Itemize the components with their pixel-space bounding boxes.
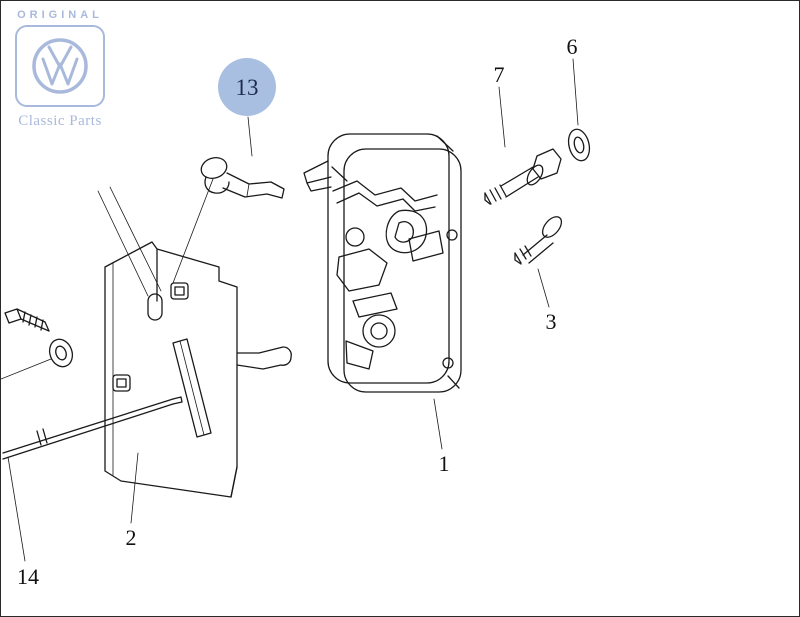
- part-3-label: 3: [546, 309, 557, 334]
- leader-line-part-3: [537, 268, 550, 308]
- leader-line-edge-part: [1, 358, 52, 380]
- part-13-highlight-badge[interactable]: 13: [218, 58, 276, 116]
- leader-line-part-6: [572, 58, 579, 126]
- part-6-label: 6: [567, 34, 578, 59]
- brand-original-label: ORIGINAL: [17, 9, 103, 21]
- part-2-label: 2: [126, 525, 137, 550]
- edge-bolt-washer-drawing: [1, 308, 74, 380]
- vw-logo: [15, 25, 105, 107]
- part-13-label: 13: [236, 75, 259, 100]
- part-3-screw-drawing: [514, 216, 563, 265]
- vw-roundel-icon: [32, 38, 88, 94]
- part-1-label: 1: [439, 451, 450, 476]
- part-7-bolt-drawing: [484, 148, 562, 205]
- part-1-lock-body-drawing: [303, 133, 462, 393]
- brand-classic-parts-label: Classic Parts: [18, 113, 102, 129]
- part-14-label: 14: [17, 564, 39, 589]
- leader-line-part-1: [433, 398, 443, 450]
- leader-line-part-2: [130, 452, 139, 524]
- brand-block: ORIGINAL Classic Parts: [13, 9, 107, 130]
- leader-line-part-7: [498, 86, 506, 148]
- leader-line-part-13: [247, 116, 253, 157]
- part-13-highlight-circle[interactable]: [218, 58, 276, 116]
- leader-line-part-14: [7, 456, 26, 562]
- part-7-label: 7: [494, 62, 505, 87]
- part-14-rod-drawing: [2, 396, 183, 460]
- part-13-lever-drawing: [172, 157, 285, 284]
- part-6-washer-drawing: [567, 128, 591, 162]
- part-2-mounting-plate-drawing: [97, 186, 292, 498]
